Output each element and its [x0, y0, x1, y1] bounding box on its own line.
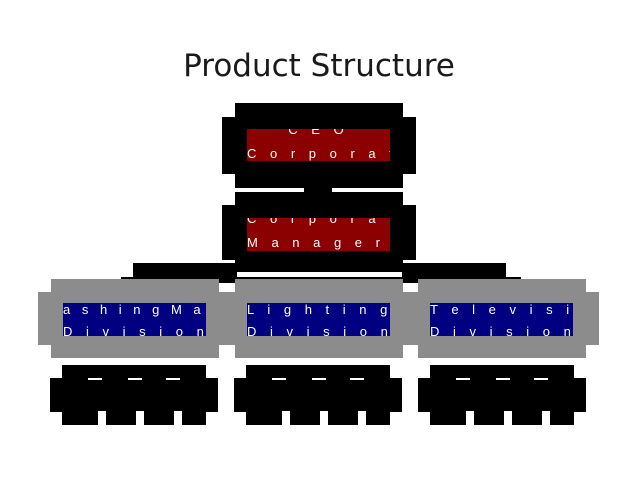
- sub-unit-gap: [534, 378, 548, 380]
- washing-box: a s h i n g M a c h i n e D i v i s i o …: [63, 303, 206, 336]
- sub-unit-notch: [504, 411, 512, 425]
- page-title: Product Structure: [183, 48, 455, 84]
- sub-unit-notch: [358, 411, 366, 425]
- sub-unit-gap: [496, 378, 510, 380]
- lighting-box: L i g h t i n g D i v i s i o n: [247, 303, 390, 336]
- sub-unit-body: [234, 378, 402, 412]
- sub-unit-gap: [350, 378, 364, 380]
- sub-unit-top: [430, 365, 574, 379]
- sub-unit-gap: [128, 378, 142, 380]
- television-sublabel: D i v i s i o n: [430, 324, 573, 337]
- sub-unit-gap: [166, 378, 180, 380]
- sub-unit-notch: [174, 411, 182, 425]
- television-label: T e l e v i s i o n: [430, 303, 573, 317]
- sub-unit-notch: [466, 411, 474, 425]
- television-box: T e l e v i s i o n D i v i s i o n: [430, 303, 573, 336]
- connector-right: [402, 263, 506, 280]
- sub-unit-bottom: [246, 411, 390, 425]
- sub-unit-top: [62, 365, 206, 379]
- ceo-box: C E O C o r p o r a t i o n: [247, 129, 390, 161]
- lighting-sublabel: D i v i s i o n: [247, 324, 390, 337]
- managers-label: C o r p o r a t e: [247, 218, 390, 226]
- managers-sublabel: M a n a g e r s: [247, 235, 390, 250]
- sub-unit-body: [50, 378, 218, 412]
- sub-unit-notch: [542, 411, 550, 425]
- sub-unit-notch: [320, 411, 328, 425]
- sub-unit-gap: [312, 378, 326, 380]
- sub-unit-bottom: [62, 411, 206, 425]
- connector-ceo-managers: [304, 186, 332, 194]
- ceo-label: C E O: [288, 129, 349, 137]
- managers-box: C o r p o r a t e M a n a g e r s: [247, 218, 390, 251]
- sub-unit-bottom: [430, 411, 574, 425]
- sub-unit-notch: [282, 411, 290, 425]
- lighting-label: L i g h t i n g: [247, 303, 390, 317]
- sub-unit-gap: [88, 378, 102, 380]
- sub-unit-gap: [272, 378, 286, 380]
- washing-sublabel: D i v i s i o n: [63, 324, 206, 337]
- connector-left: [133, 263, 237, 280]
- washing-label: a s h i n g M a c h i n e: [63, 303, 206, 317]
- sub-unit-top: [246, 365, 390, 379]
- sub-unit-body: [418, 378, 586, 412]
- sub-unit-gap: [456, 378, 470, 380]
- ceo-sublabel: C o r p o r a t i o n: [247, 146, 390, 161]
- sub-unit-notch: [136, 411, 144, 425]
- sub-unit-notch: [98, 411, 106, 425]
